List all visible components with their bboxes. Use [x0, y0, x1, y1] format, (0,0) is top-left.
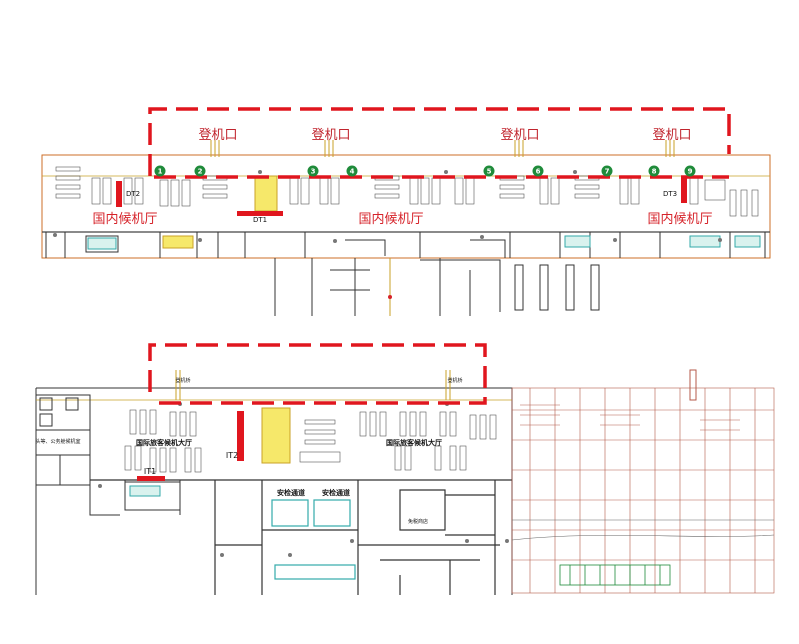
boarding-bridge-label: 登机桥: [447, 377, 462, 384]
first-business-lounge-label: 头等、公务舱候机室: [35, 438, 80, 445]
lower-right-technical-area: [511, 387, 775, 594]
lower-boarding-bridges: [175, 370, 451, 400]
upper-boarding-bridges: [210, 140, 675, 157]
domestic-hall-label: 国内候机厅: [92, 211, 157, 227]
gate-label: 登机口: [652, 128, 691, 143]
lower-gate-lounge-equipment: [559, 564, 671, 586]
svg-text:5: 5: [487, 168, 492, 176]
upper-gate-zone-outline: [148, 107, 731, 176]
gate-marker-3: 3: [307, 165, 319, 177]
gate-marker-8: 8: [648, 165, 660, 177]
it2-elevator-marker: [237, 411, 244, 461]
elevator-label-it1: IT1: [144, 467, 156, 476]
dt3-elevator-marker: [681, 177, 687, 203]
security-lane-label: 安检通道: [322, 488, 350, 497]
gate-marker-1: 1: [154, 165, 166, 177]
dt1-elevator-marker: [237, 211, 283, 216]
upper-rooms: [45, 232, 766, 258]
gate-marker-5: 5: [483, 165, 495, 177]
upper-gate-markers: 1 2 3 4 5 6 7 8 9: [154, 165, 696, 177]
gate-marker-2: 2: [194, 165, 206, 177]
dt2-elevator-marker: [116, 181, 122, 207]
gate-marker-4: 4: [346, 165, 358, 177]
svg-text:6: 6: [536, 168, 541, 176]
gate-label: 登机口: [198, 128, 237, 143]
elevator-label-dt1: DT1: [253, 216, 267, 224]
upper-landside: [274, 258, 600, 316]
lower-left-offices: [36, 394, 181, 516]
upper-columns: [53, 170, 722, 243]
elevator-label-dt3: DT3: [663, 190, 677, 198]
international-hall-label: 国际旅客候机大厅: [136, 438, 192, 447]
it1-elevator-marker: [137, 476, 165, 481]
domestic-hall-label: 国内候机厅: [358, 211, 423, 227]
gate-label: 登机口: [500, 128, 539, 143]
lower-security-area: [214, 480, 500, 595]
lower-floor-plan: 登机桥 登机桥 国际旅客候机大厅 国际旅客候机大厅 IT2 IT1 头等、公务舱…: [35, 343, 775, 595]
gate-marker-6: 6: [532, 165, 544, 177]
dt1-escalator: [254, 175, 278, 212]
gate-marker-9: 9: [684, 165, 696, 177]
svg-text:2: 2: [198, 168, 203, 176]
domestic-hall-label: 国内候机厅: [647, 211, 712, 227]
svg-text:1: 1: [158, 168, 163, 176]
svg-text:3: 3: [311, 168, 316, 176]
gate-marker-7: 7: [601, 165, 613, 177]
it2-escalator: [261, 407, 291, 464]
boarding-bridge-label: 登机桥: [175, 377, 190, 384]
svg-text:9: 9: [688, 168, 693, 176]
security-lane-label: 安检通道: [277, 488, 305, 497]
international-hall-label: 国际旅客候机大厅: [386, 438, 442, 447]
gate-label: 登机口: [311, 128, 350, 143]
svg-text:7: 7: [605, 168, 610, 176]
upper-floor-plan: 1 2 3 4 5 6 7 8 9 登机口 登机口 登机口 登机口 国内候机厅 …: [41, 107, 771, 316]
duty-free-shop-label: 免税商店: [408, 518, 428, 525]
elevator-label-it2: IT2: [226, 451, 238, 460]
lower-seating: [124, 409, 497, 473]
elevator-label-dt2: DT2: [126, 190, 140, 198]
svg-text:4: 4: [350, 168, 355, 176]
svg-text:8: 8: [652, 168, 657, 176]
lower-gate-zone-outline: [148, 343, 487, 405]
